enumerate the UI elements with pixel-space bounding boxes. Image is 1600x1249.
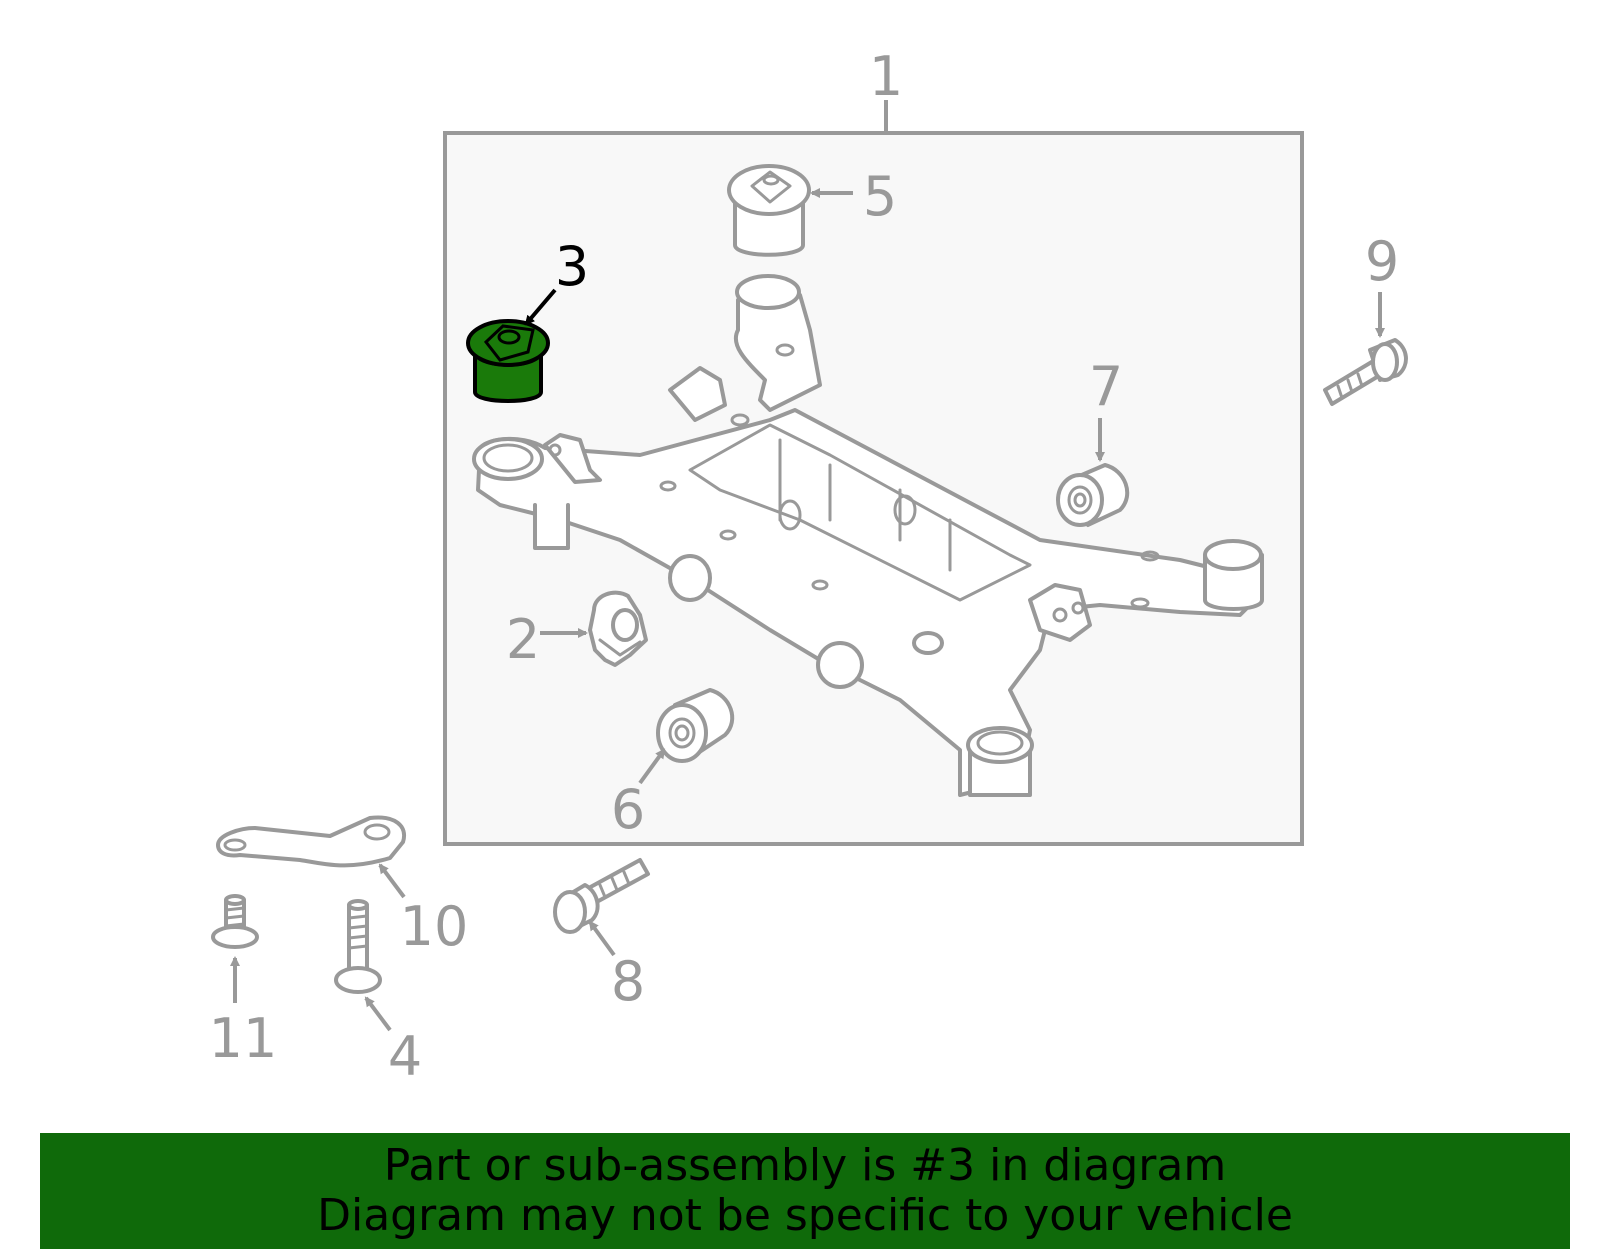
- info-banner: Part or sub-assembly is #3 in diagram Di…: [40, 1133, 1570, 1249]
- stud-4: [334, 899, 392, 1032]
- bushing-7: [1056, 418, 1130, 527]
- bracket-2: [540, 590, 648, 667]
- bolt-9: [1323, 292, 1408, 406]
- bushing-6: [638, 688, 735, 785]
- stud-11: [211, 894, 259, 1003]
- banner-line-2: Diagram may not be specific to your vehi…: [317, 1190, 1293, 1241]
- subframe-crossmember: [472, 274, 1264, 797]
- callout-7: 7: [1089, 355, 1123, 418]
- callout-2: 2: [506, 608, 540, 671]
- callout-5: 5: [863, 165, 897, 228]
- callout-11: 11: [209, 1007, 278, 1070]
- callout-3[interactable]: 3: [555, 235, 589, 298]
- bushing-5: [727, 164, 853, 257]
- callout-8: 8: [611, 950, 645, 1013]
- plate-10: [216, 815, 407, 899]
- bushing-3-selected[interactable]: [466, 288, 557, 403]
- callout-1: 1: [869, 45, 903, 108]
- callout-10: 10: [400, 895, 469, 958]
- callout-4: 4: [388, 1025, 422, 1088]
- bolt-8: [553, 858, 650, 957]
- banner-line-1: Part or sub-assembly is #3 in diagram: [383, 1140, 1227, 1191]
- callout-6: 6: [611, 778, 645, 841]
- callout-9: 9: [1365, 230, 1399, 293]
